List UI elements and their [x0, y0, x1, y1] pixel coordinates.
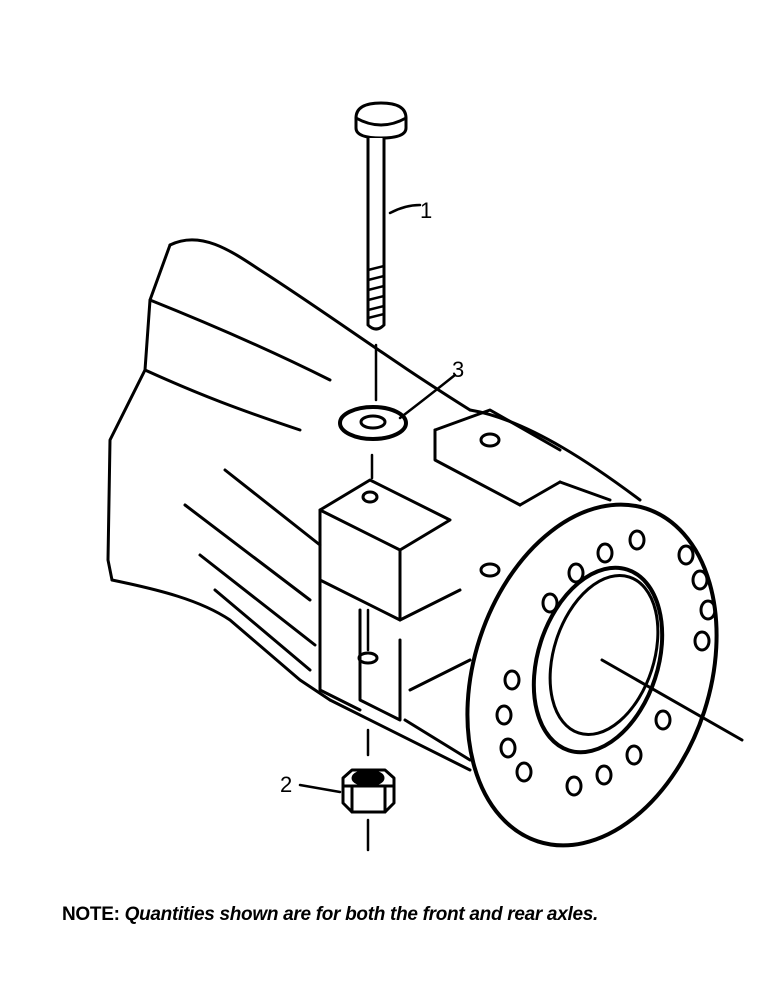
note: NOTE: Quantities shown are for both the …: [62, 904, 762, 926]
axis-line: [600, 658, 744, 742]
pad-bolt-hole: [479, 432, 501, 448]
callout-leader-1: [388, 203, 422, 215]
flange-bolt-holes: [495, 529, 717, 797]
callout-number-2: 2: [280, 772, 292, 797]
assembly-center-line: [366, 343, 378, 852]
block-bolt-hole: [361, 490, 379, 504]
washer: [338, 405, 408, 441]
axle-housing: [106, 238, 472, 772]
note-text: Quantities shown are for both the front …: [124, 904, 599, 925]
callout-number-1: 1: [420, 198, 432, 223]
callout-number-3: 3: [452, 357, 464, 382]
hub-flange: [465, 408, 744, 848]
callout-leader-2: [298, 783, 342, 794]
upper-mounting-pad: [433, 408, 562, 507]
lower-bolt-hole: [357, 651, 379, 665]
mounting-block: [318, 478, 501, 762]
bolt: [354, 101, 408, 331]
nut: [341, 768, 396, 814]
callout-leader-3: [398, 373, 457, 420]
note-label: NOTE:: [62, 904, 120, 925]
